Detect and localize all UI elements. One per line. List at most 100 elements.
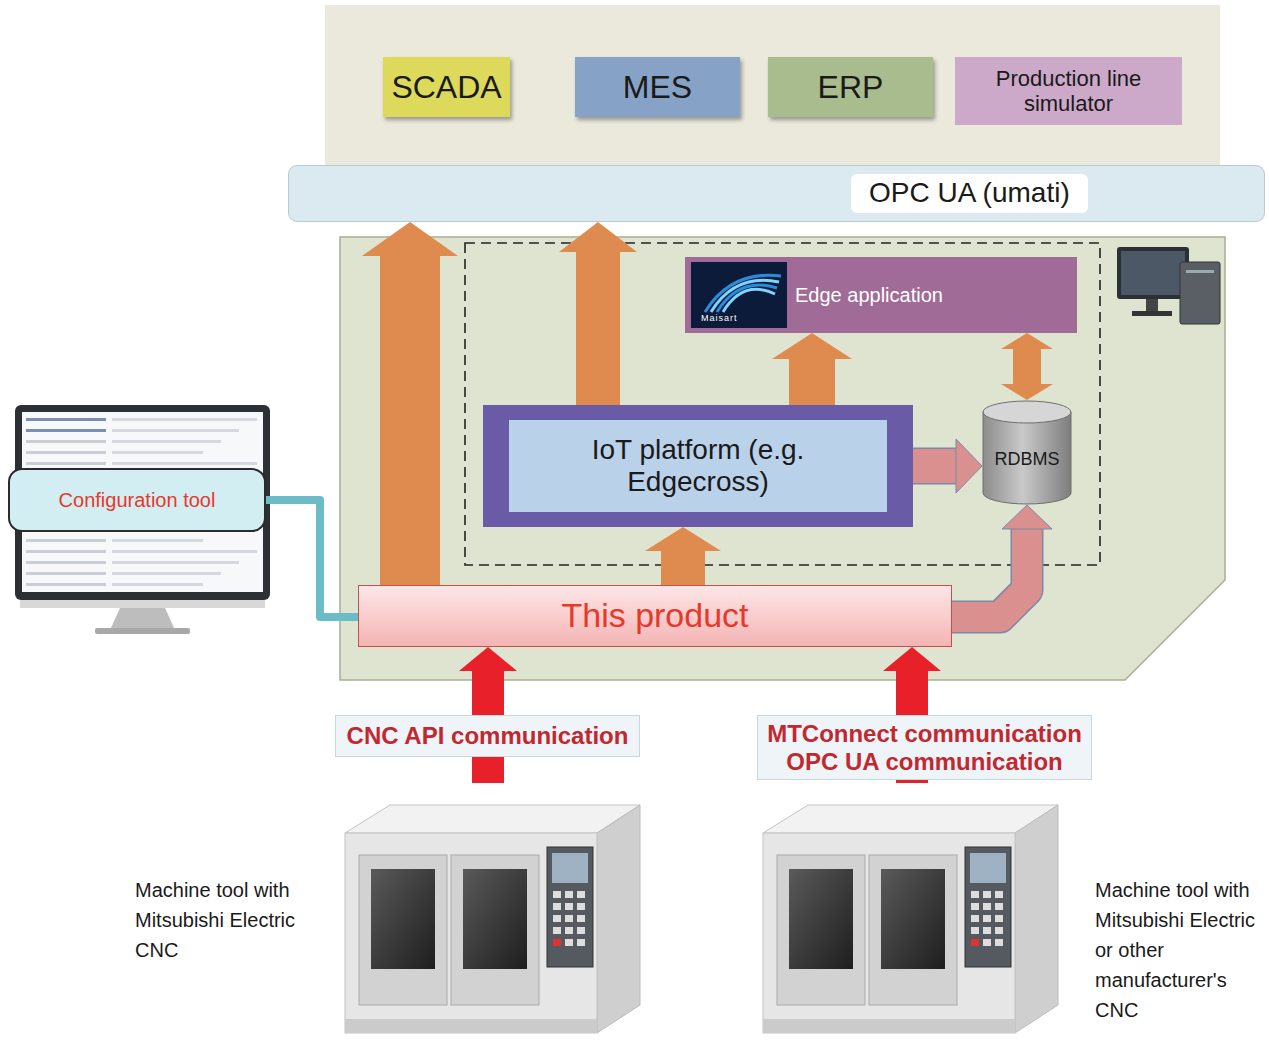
config-tool-box: Configuration tool	[8, 468, 266, 532]
control-key	[971, 915, 979, 922]
node-text: RDBMS	[994, 449, 1059, 470]
machine-side	[597, 805, 640, 1033]
control-key	[983, 903, 991, 910]
screen-row	[112, 539, 203, 542]
machine-window	[463, 869, 527, 969]
monitor-stand	[110, 608, 175, 630]
machine-tool: Machine tool with Mitsubishi Electric or…	[753, 783, 1063, 1038]
control-key	[983, 891, 991, 898]
dashed-group	[465, 243, 1100, 565]
control-key	[553, 915, 561, 922]
rdbms-cylinder: RDBMS	[982, 400, 1072, 505]
arrow-shaft	[576, 251, 620, 405]
screen-row	[112, 462, 257, 465]
control-key	[983, 927, 991, 934]
monitor-chin	[20, 600, 265, 608]
arrow-shaft	[913, 449, 957, 483]
control-key	[971, 891, 979, 898]
control-key	[577, 915, 585, 922]
node-text: SCADA	[391, 69, 501, 106]
machine-illustration	[335, 783, 645, 1038]
control-key	[565, 915, 573, 922]
flow-arrow	[559, 222, 637, 405]
control-key	[577, 891, 585, 898]
iot-platform-box: IoT platform (e.g. Edgecross)	[483, 405, 913, 527]
flow-arrow	[1001, 333, 1053, 400]
scada-box: SCADA	[383, 57, 510, 117]
control-key	[995, 915, 1003, 922]
control-key	[983, 939, 991, 946]
screen-row	[112, 550, 257, 553]
machine-door	[451, 855, 539, 1005]
pc-tower	[1180, 262, 1220, 324]
control-key	[553, 903, 561, 910]
node-text: CNC API communication	[347, 722, 629, 750]
machine-window	[881, 869, 945, 969]
control-key	[577, 939, 585, 946]
arrow-head	[645, 527, 721, 551]
machine-base	[763, 1019, 1015, 1033]
comm-label-box: MTConnect communicationOPC UA communicat…	[757, 715, 1092, 780]
control-key	[995, 903, 1003, 910]
enterprise-band	[325, 5, 1220, 175]
screen-row	[26, 539, 106, 542]
screen-row	[112, 583, 203, 586]
product-box: This product	[358, 585, 952, 647]
flow-arrow	[913, 439, 982, 493]
control-key	[971, 927, 979, 934]
screen-row	[112, 572, 221, 575]
control-key	[577, 927, 585, 934]
arrow-head	[459, 647, 517, 671]
screen-row	[26, 572, 106, 575]
machine-base	[345, 1019, 597, 1033]
flow-arrow	[266, 500, 358, 617]
machine-tool: Machine tool with Mitsubishi Electric CN…	[335, 783, 645, 1038]
node-text: ERP	[818, 69, 884, 106]
machine-front	[763, 833, 1015, 1033]
arrow-head	[1001, 333, 1053, 349]
screen-row	[26, 583, 106, 586]
iot-inner-box: IoT platform (e.g. Edgecross)	[509, 420, 887, 512]
machine-illustration	[753, 783, 1063, 1038]
pc-screen	[1121, 251, 1185, 295]
cylinder-body	[983, 412, 1071, 504]
screen-row	[26, 418, 106, 421]
arrow-outline	[952, 528, 1027, 617]
flow-arrow	[645, 527, 721, 585]
edge-pc-panel	[340, 237, 1225, 680]
flow-arrow	[772, 333, 852, 405]
control-key	[971, 903, 979, 910]
screen-row	[26, 462, 106, 465]
opcua-bar: OPC UA (umati)	[288, 165, 1265, 222]
logo-swoosh	[705, 275, 781, 312]
control-key	[565, 927, 573, 934]
screen-row	[112, 429, 239, 432]
screen-row	[26, 440, 106, 443]
control-key	[565, 903, 573, 910]
control-key	[565, 891, 573, 898]
monitor-base	[95, 628, 190, 634]
node-text: Machine tool with Mitsubishi Electric or…	[1095, 875, 1265, 1025]
screen-row	[26, 429, 106, 432]
arrow-head	[772, 333, 852, 359]
machine-door	[869, 855, 957, 1005]
logo-ground	[691, 262, 787, 328]
screen-row	[112, 440, 221, 443]
logo-swoosh	[723, 289, 775, 312]
node-text: Edge application	[795, 284, 943, 307]
control-key	[577, 903, 585, 910]
node-text: IoT platform (e.g. Edgecross)	[548, 434, 848, 498]
control-key	[553, 891, 561, 898]
erp-box: ERP	[768, 57, 933, 117]
machine-side	[1015, 805, 1058, 1033]
control-screen	[552, 853, 588, 883]
arrow-shaft	[952, 528, 1027, 617]
arrow-shaft	[661, 550, 705, 585]
machine-top	[763, 805, 1058, 833]
screen-row	[26, 451, 106, 454]
arrow-head	[956, 439, 982, 493]
arrow-shaft	[789, 358, 835, 405]
control-key	[995, 927, 1003, 934]
machine-top	[345, 805, 640, 833]
cylinder-top	[983, 401, 1071, 423]
